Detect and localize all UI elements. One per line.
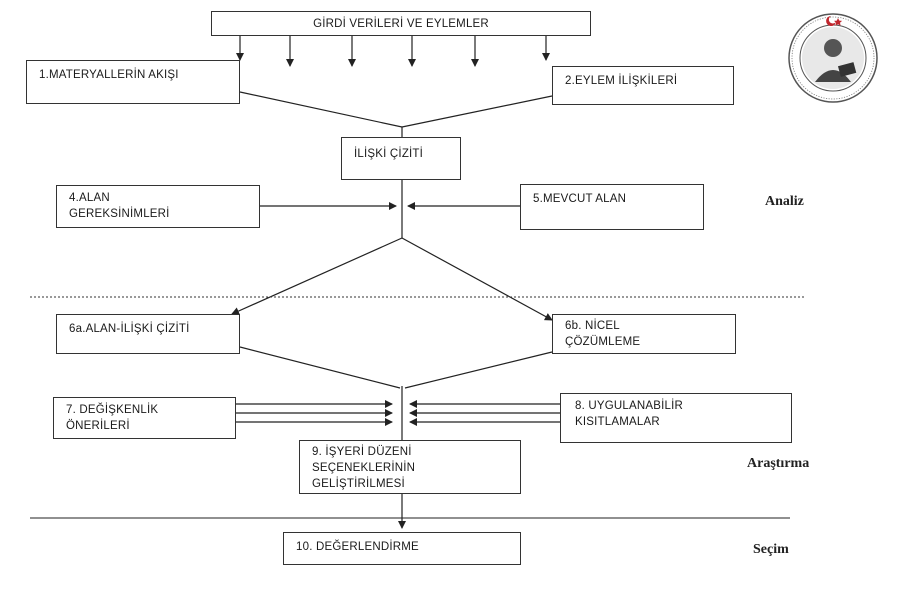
phase-label-analysis: Analiz bbox=[765, 194, 804, 209]
university-seal-icon bbox=[788, 13, 878, 103]
box-layout-alternatives: 9. İŞYERİ DÜZENİ SEÇENEKLERİNİN GELİŞTİR… bbox=[299, 440, 521, 494]
box-space-requirements: 4.ALAN GEREKSİNİMLERİ bbox=[56, 185, 260, 228]
box-applicable-constraints-label: 8. UYGULANABİLİR KISITLAMALAR bbox=[575, 400, 684, 428]
box-relation-chart: İLİŞKİ ÇİZİTİ bbox=[341, 137, 461, 180]
box-evaluation-label: 10. DEĞERLENDİRME bbox=[296, 541, 419, 553]
box-material-flow-label: 1.MATERYALLERİN AKIŞI bbox=[39, 69, 179, 81]
box-evaluation: 10. DEĞERLENDİRME bbox=[283, 532, 521, 565]
box-available-space-label: 5.MEVCUT ALAN bbox=[533, 193, 627, 205]
box-activity-relations-label: 2.EYLEM İLİŞKİLERİ bbox=[565, 75, 678, 87]
box-quantitative-analysis: 6b. NİCEL ÇÖZÜMLEME bbox=[552, 314, 736, 354]
box-inputs: GİRDİ VERİLERİ VE EYLEMLER bbox=[211, 11, 591, 36]
box-space-relation-chart-label: 6a.ALAN-İLİŞKİ ÇİZİTİ bbox=[69, 323, 190, 335]
box-inputs-label: GİRDİ VERİLERİ VE EYLEMLER bbox=[313, 18, 489, 30]
box-available-space: 5.MEVCUT ALAN bbox=[520, 184, 704, 230]
box-material-flow: 1.MATERYALLERİN AKIŞI bbox=[26, 60, 240, 104]
box-space-relation-chart: 6a.ALAN-İLİŞKİ ÇİZİTİ bbox=[56, 314, 240, 354]
box-variant-proposals-label: 7. DEĞİŞKENLİK ÖNERİLERİ bbox=[66, 404, 159, 432]
box-applicable-constraints: 8. UYGULANABİLİR KISITLAMALAR bbox=[560, 393, 792, 443]
box-relation-chart-label: İLİŞKİ ÇİZİTİ bbox=[354, 148, 424, 160]
box-layout-alternatives-label: 9. İŞYERİ DÜZENİ SEÇENEKLERİNİN GELİŞTİR… bbox=[312, 446, 416, 490]
phase-label-selection: Seçim bbox=[753, 542, 789, 557]
phase-label-research: Araştırma bbox=[747, 456, 810, 471]
box-activity-relations: 2.EYLEM İLİŞKİLERİ bbox=[552, 66, 734, 105]
box-quantitative-analysis-label: 6b. NİCEL ÇÖZÜMLEME bbox=[565, 320, 641, 348]
box-space-requirements-label: 4.ALAN GEREKSİNİMLERİ bbox=[69, 192, 170, 220]
box-variant-proposals: 7. DEĞİŞKENLİK ÖNERİLERİ bbox=[53, 397, 236, 439]
